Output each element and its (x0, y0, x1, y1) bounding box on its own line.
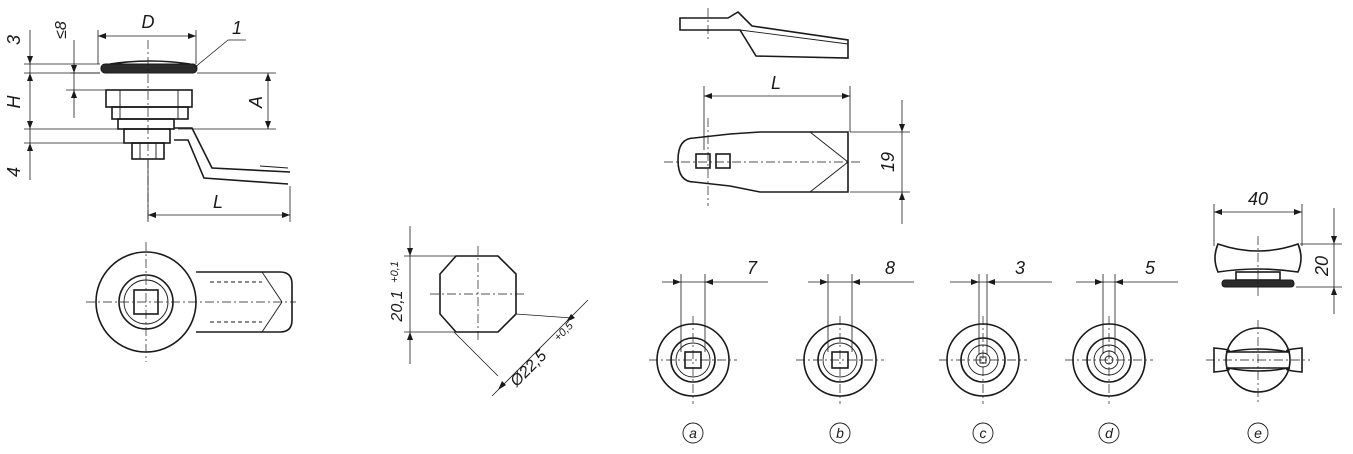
cam-views: L 19 (664, 8, 910, 224)
variant-c: 3 c (939, 258, 1052, 444)
dim-4-label: 4 (4, 167, 24, 177)
dim-20-1-label: 20,1 (389, 290, 406, 322)
tol-d22-5-label: +0,5 (552, 319, 576, 343)
dim-19-label: 19 (878, 152, 898, 172)
dim-d22-5-label: Ø22,5 (507, 347, 551, 391)
dim-20-label: 20 (1312, 256, 1332, 277)
variant-b-label: b (836, 425, 844, 441)
dim-3-label: 3 (4, 35, 24, 45)
dim-a-label: 7 (747, 258, 758, 278)
dim-40-label: 40 (1248, 189, 1268, 209)
variant-a: 7 a (649, 258, 768, 444)
dim-b-label: 8 (885, 258, 895, 278)
dim-le8-label: ≤8 (53, 21, 70, 39)
dim-c-label: 3 (1015, 258, 1025, 278)
panel-cutout: 20,1 +0,1 Ø22,5 +0,5 (389, 226, 589, 397)
variant-d: 5 d (1065, 258, 1178, 444)
front-view (86, 242, 296, 362)
variant-b: 8 b (796, 258, 914, 444)
dim-H-label: H (4, 95, 24, 109)
tol-20-1-label: +0,1 (389, 261, 401, 283)
dim-D-label: D (142, 12, 155, 32)
variant-c-label: c (980, 425, 987, 441)
dim-L-side-label: L (213, 192, 223, 212)
variant-a-label: a (689, 425, 697, 441)
variant-e: 40 20 e (1206, 189, 1342, 444)
dim-d-label: 5 (1145, 258, 1156, 278)
dim-A-label: A (246, 96, 266, 109)
side-view: D 1 3 H 4 ≤8 A (4, 12, 291, 222)
variant-d-label: d (1105, 425, 1114, 441)
dim-L-cam-label: L (771, 73, 781, 93)
callout-1-label: 1 (232, 18, 242, 38)
variant-e-label: e (1254, 425, 1262, 441)
